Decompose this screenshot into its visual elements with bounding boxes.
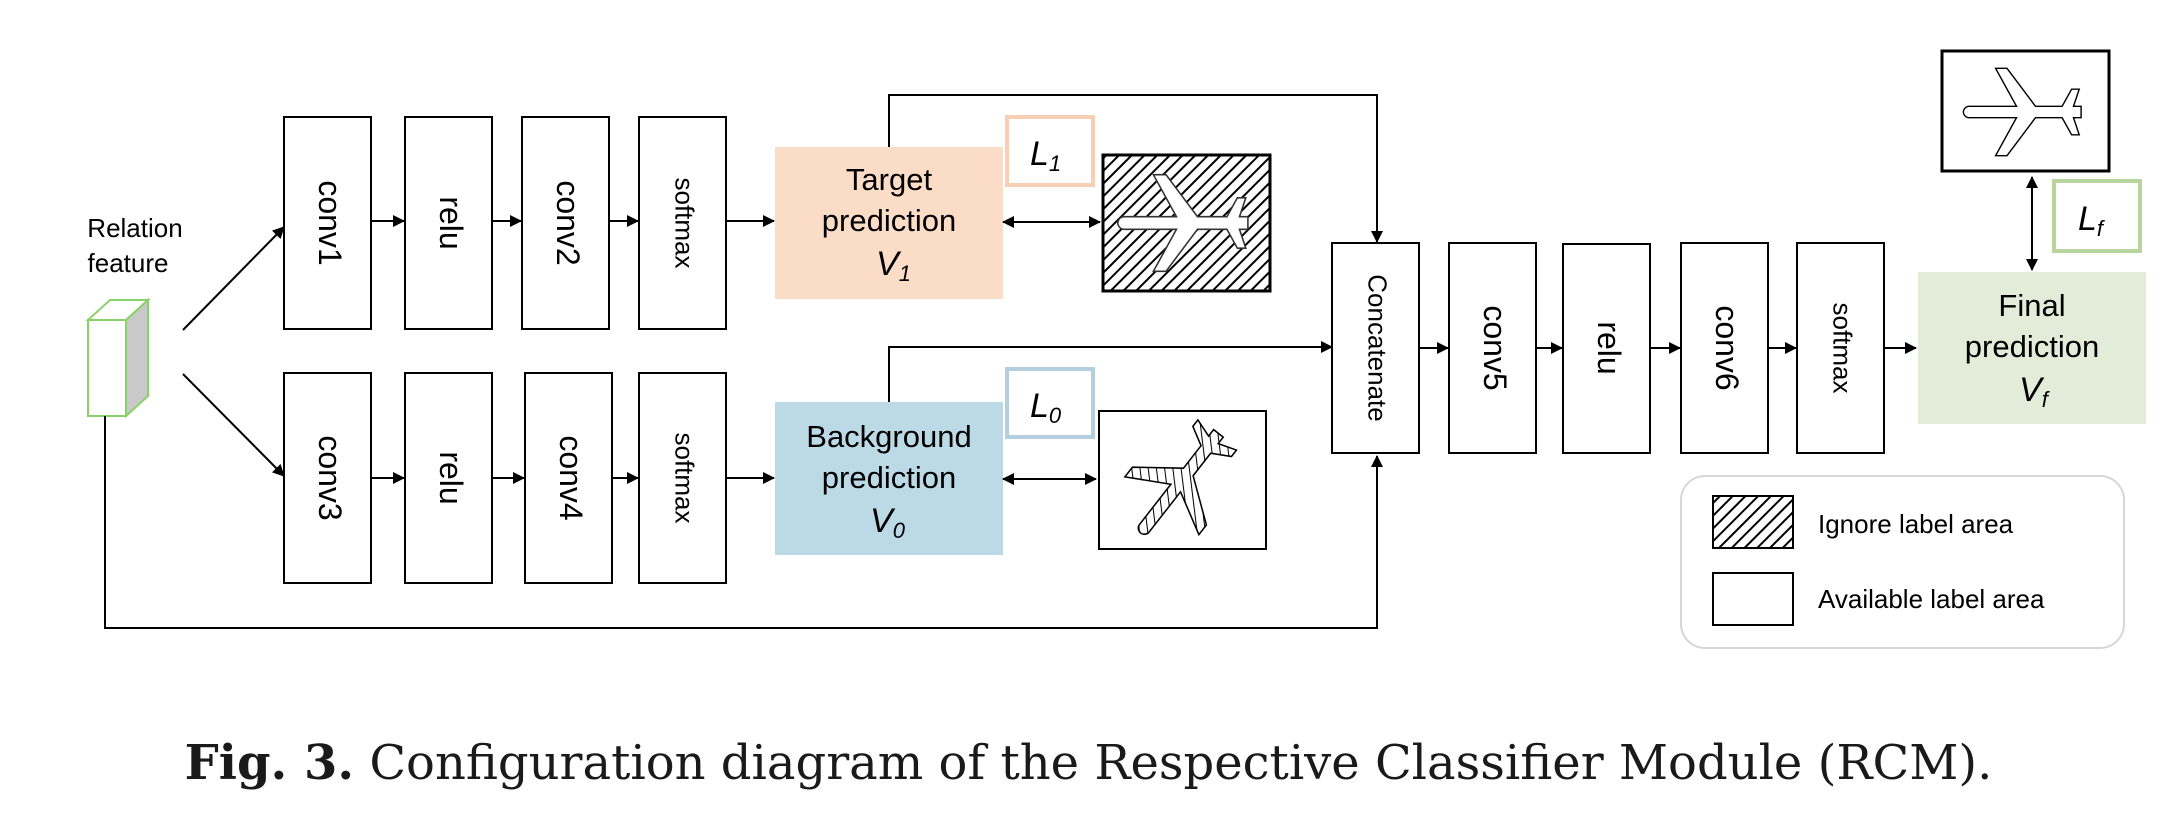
- layer-conv4-label: conv4: [553, 435, 589, 520]
- background-prediction-line1: Background: [806, 419, 971, 454]
- layer-relu-fusion-box: [1562, 243, 1651, 454]
- concatenate-label: Concatenate: [1363, 274, 1393, 421]
- figure-caption-text: Configuration diagram of the Respective …: [354, 735, 1993, 791]
- layer-conv6-label: conv6: [1709, 305, 1745, 390]
- layer-relu-fusion-label: relu: [1591, 321, 1627, 374]
- layer-conv2-box: [521, 116, 610, 330]
- layer-softmax-bottom-box: [638, 372, 727, 584]
- figure-number: Fig. 3.: [184, 735, 355, 791]
- final-prediction-line2: prediction: [1965, 329, 2099, 364]
- background-prediction-box: [775, 402, 1003, 555]
- loss-l0-label: L0: [1030, 387, 1062, 428]
- target-prediction-box: [775, 147, 1003, 299]
- final-prediction-line1: Final: [1998, 288, 2065, 323]
- layer-relu-bottom-label: relu: [433, 451, 469, 504]
- relation-feature-cube: [85, 297, 151, 419]
- background-prediction-var: V0: [870, 502, 906, 543]
- layer-conv4-box: [524, 372, 613, 584]
- loss-l1-box: [1005, 115, 1095, 187]
- concatenate-box: [1331, 242, 1420, 454]
- final-prediction-box: [1918, 272, 2146, 424]
- layer-relu-top-label: relu: [433, 196, 469, 249]
- target-to-concat-arrow: [888, 94, 1383, 243]
- arrow-to-background-branch: [182, 373, 285, 477]
- legend-ignore-label: Ignore label area: [1818, 509, 2014, 539]
- final-label-image: [1940, 49, 2111, 173]
- loss-l1-label: L1: [1030, 135, 1061, 176]
- target-prediction-line1: Target: [846, 162, 933, 197]
- background-prediction-line2: prediction: [822, 460, 956, 495]
- target-prediction-line2: prediction: [822, 203, 956, 238]
- layer-relu-top-box: [404, 116, 493, 330]
- layer-conv5-label: conv5: [1477, 305, 1513, 390]
- layer-conv5-box: [1448, 242, 1537, 454]
- layer-conv1-box: [283, 116, 372, 330]
- layer-conv2-label: conv2: [550, 180, 586, 265]
- fusion-layers: conv5 relu conv6 softmax: [1448, 242, 1885, 454]
- relation-feature-label-line2: feature: [88, 248, 169, 278]
- arrow-to-target-branch: [182, 226, 285, 331]
- layer-conv3-box: [283, 372, 372, 584]
- loss-lf-box: [2052, 179, 2142, 253]
- background-branch: conv3 relu conv4 softmax: [283, 372, 727, 584]
- layer-relu-bottom-box: [404, 372, 493, 584]
- layer-conv3-label: conv3: [312, 435, 348, 520]
- target-prediction-var: V1: [876, 245, 911, 286]
- loss-l0-box: [1005, 367, 1095, 439]
- layer-softmax-fusion-box: [1796, 242, 1885, 454]
- legend-available-swatch: [1712, 572, 1794, 626]
- background-to-concat-arrow: [888, 341, 1333, 402]
- layer-softmax-top-label: softmax: [670, 177, 700, 268]
- figure-caption: Fig. 3. Configuration diagram of the Res…: [0, 735, 2177, 791]
- relation-feature-label-line1: Relation: [87, 213, 182, 243]
- background-label-image: [1098, 403, 1267, 563]
- loss-lf-label: Lf: [2078, 200, 2106, 241]
- layer-softmax-fusion-label: softmax: [1828, 302, 1858, 393]
- legend-available-label: Available label area: [1818, 584, 2045, 614]
- legend-ignore-swatch: [1712, 495, 1794, 549]
- layer-softmax-bottom-label: softmax: [670, 432, 700, 523]
- skip-to-concat-arrow: [104, 416, 1383, 629]
- final-prediction-var: Vf: [2019, 371, 2051, 412]
- layer-softmax-top-box: [638, 116, 727, 330]
- layer-conv1-label: conv1: [312, 180, 348, 265]
- target-label-image: [1101, 153, 1272, 293]
- target-branch: conv1 relu conv2 softmax: [283, 116, 727, 330]
